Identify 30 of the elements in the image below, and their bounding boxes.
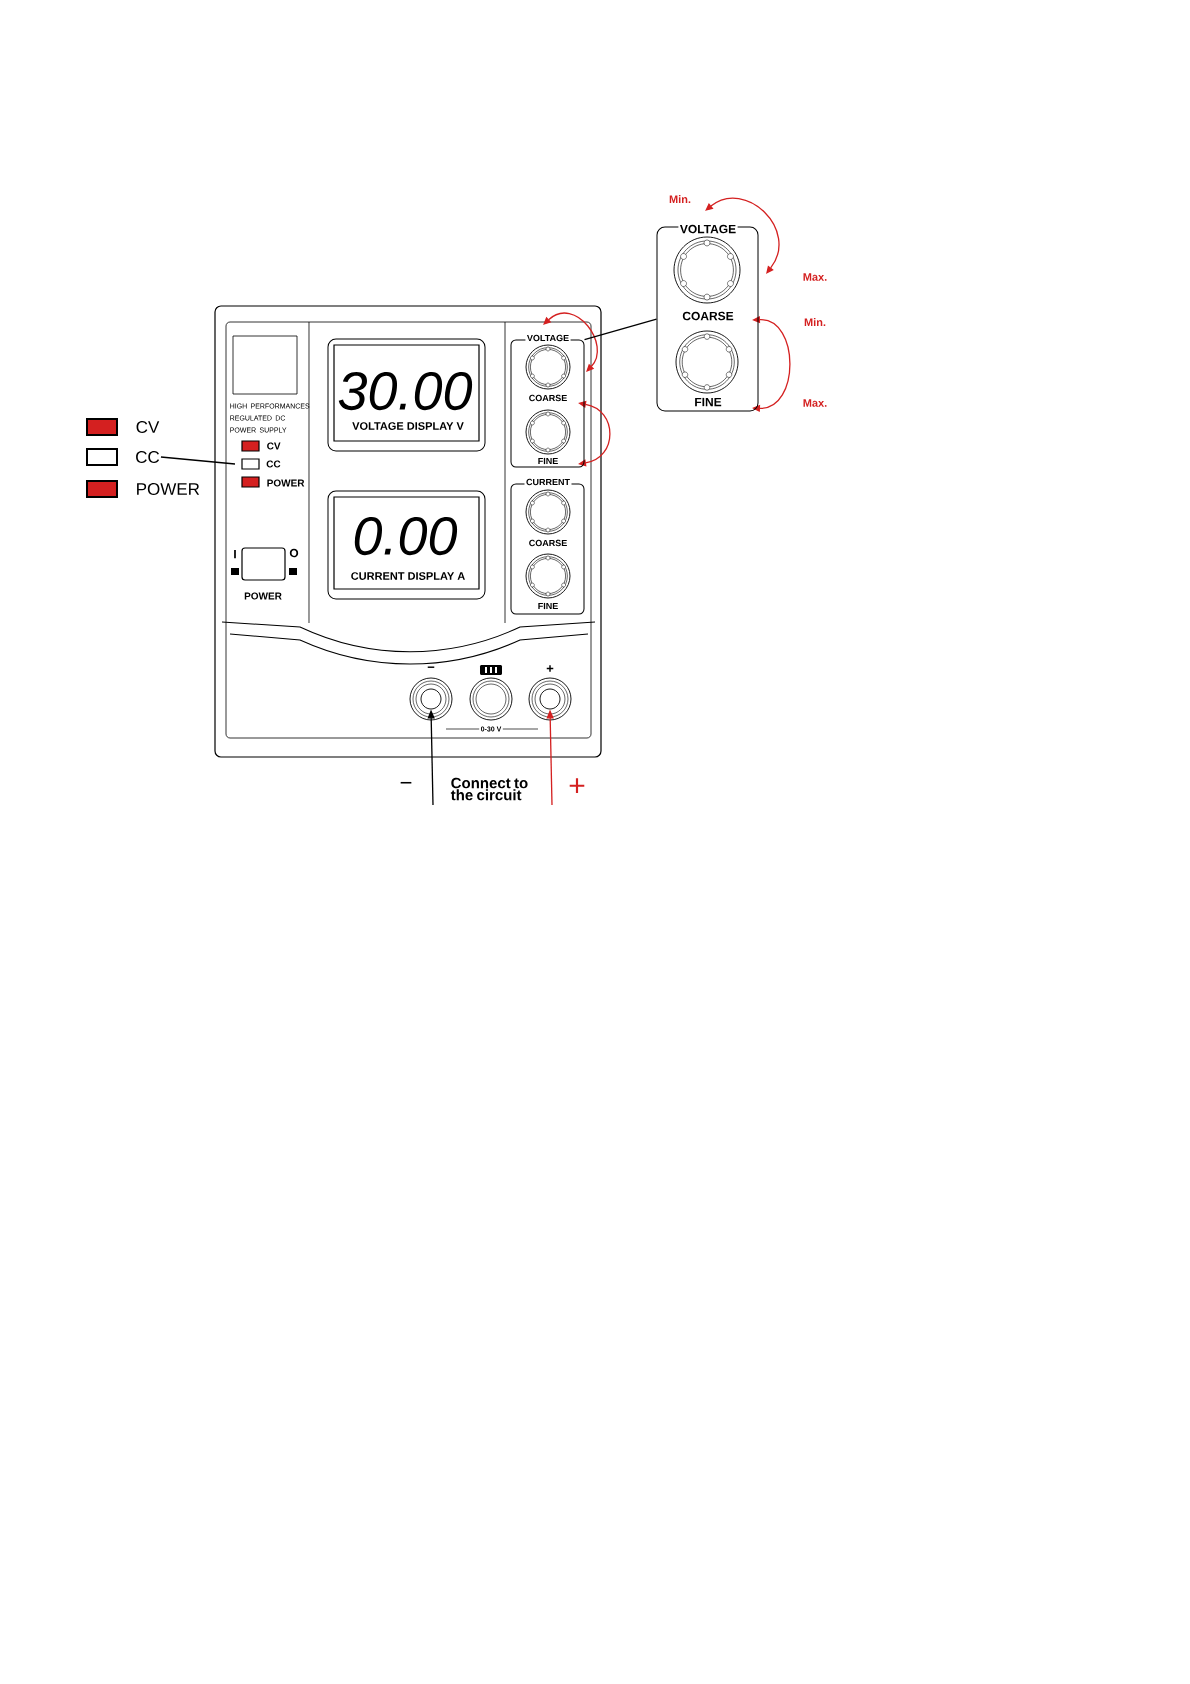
leader-line (583, 318, 658, 341)
control-group: VOLTAGE COARSE FINE (656, 223, 759, 412)
knob-group-title: CURRENT (524, 477, 572, 487)
indicator-label: CV (136, 421, 160, 434)
terminal-socket (539, 688, 561, 710)
switch-label: POWER (244, 592, 282, 600)
leader-line (160, 456, 236, 465)
indicator-label: CV (267, 442, 281, 450)
polarity-sign: + (569, 778, 585, 794)
scale-label: Min. (804, 318, 826, 326)
scale-label: Max. (803, 273, 827, 281)
switch-mark: I (234, 549, 236, 559)
knob-label: FINE (536, 601, 560, 611)
control-group: VOLTAGE COARSE FINE (510, 333, 585, 468)
display-caption: VOLTAGE DISPLAY V (352, 422, 464, 430)
indicator-label: POWER (137, 483, 200, 496)
display-caption: CURRENT DISPLAY A (351, 572, 465, 580)
knob-label: COARSE (529, 539, 567, 547)
display-reading: 0.00 (354, 516, 458, 556)
indicator-label: CC (136, 451, 160, 464)
switch-mark: O (289, 548, 299, 558)
terminal-socket (420, 688, 442, 710)
scale-label: Min. (669, 195, 691, 203)
indicator-label: POWER (267, 479, 305, 487)
polarity-sign: − (427, 666, 435, 668)
polarity-sign: + (546, 665, 554, 672)
indicator-label: CC (266, 460, 281, 468)
polarity-sign: − (400, 781, 412, 784)
scale-label: Max. (803, 399, 827, 407)
connection-note: Connect to the circuit (450, 777, 528, 801)
